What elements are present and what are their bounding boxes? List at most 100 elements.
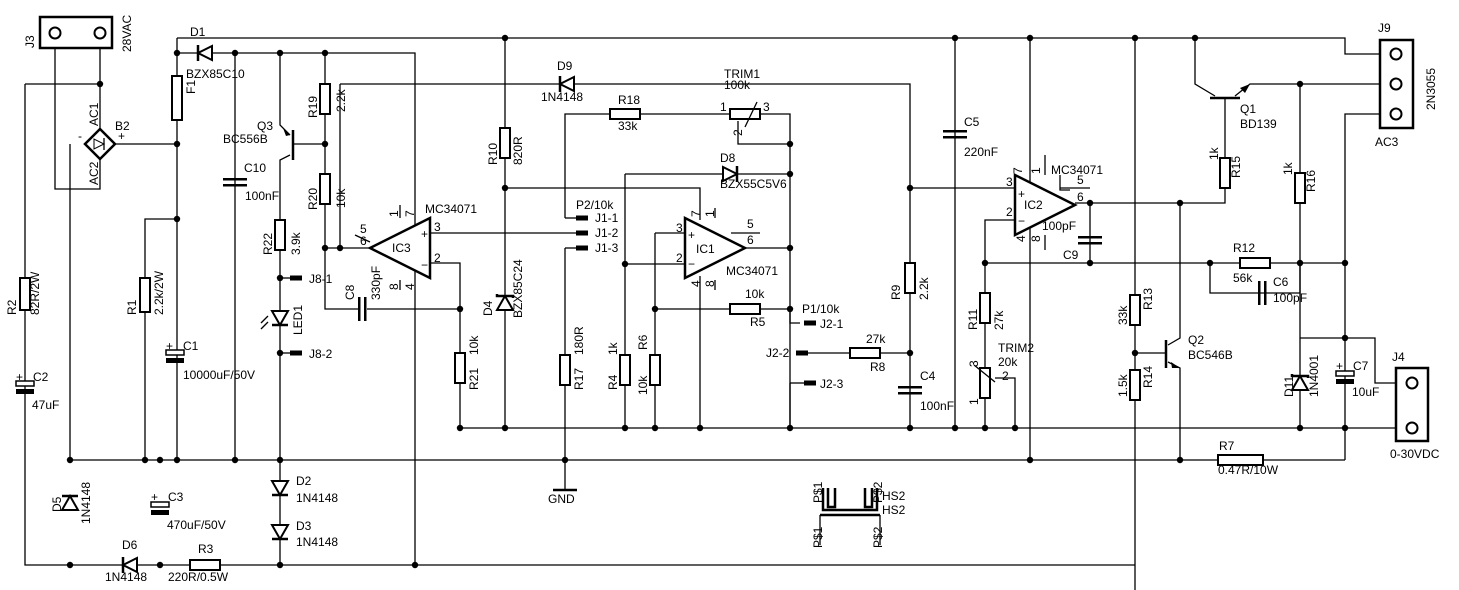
label: MC34071 [1051, 163, 1103, 177]
label: 100nF [245, 189, 279, 203]
junction-dot [321, 244, 329, 252]
junction-dot [1296, 424, 1304, 432]
label: J2-3 [820, 377, 844, 391]
label: 27k [866, 332, 886, 346]
label: 2 [731, 129, 745, 136]
label: 1N4148 [105, 570, 147, 584]
label: Q1 [1240, 102, 1256, 116]
label: R12 [1233, 241, 1255, 255]
label: B2 [115, 119, 130, 133]
junction-dot [561, 456, 569, 464]
fuse-F1: F1 [171, 75, 198, 121]
label: 470uF/50V [167, 518, 226, 532]
label: 10000uF/50V [183, 368, 255, 382]
label: 100pF [1042, 219, 1076, 233]
connector-J8: J8-1J8-2 [280, 272, 333, 361]
label: C4 [920, 369, 936, 383]
label: BZX55C5V6 [720, 177, 787, 191]
junction-dot [786, 140, 794, 148]
label: 1N4148 [79, 482, 93, 524]
label: C2 [33, 370, 49, 384]
label: 20k [998, 355, 1018, 369]
label: + [151, 490, 158, 504]
label: R3 [198, 542, 214, 556]
junction-dot [321, 140, 329, 148]
junction-dot [651, 305, 659, 313]
capacitor-C8: C8 330pF [343, 266, 383, 321]
junction-dot [696, 424, 704, 432]
label: 820R [511, 136, 525, 165]
label: P2/10k [576, 198, 614, 212]
label: - [78, 129, 82, 143]
junction-dot [501, 424, 509, 432]
label: 4 [1014, 235, 1028, 242]
label: R22 [261, 233, 275, 255]
junction-dot [173, 456, 181, 464]
capacitor-C3: C3 470uF/50V + [150, 490, 226, 532]
junction-dot [456, 424, 464, 432]
label: 4 [689, 280, 703, 287]
label: 6 [360, 234, 367, 248]
label: 1N4148 [296, 491, 338, 505]
label: BC556B [223, 132, 268, 146]
label: 1N4148 [541, 90, 583, 104]
junction-dot [156, 561, 164, 569]
junction-dot [156, 456, 164, 464]
label: BZX85C10 [186, 67, 245, 81]
label: Q2 [1188, 333, 1204, 347]
label: 5 [747, 217, 754, 231]
label: R1 [125, 299, 139, 315]
junction-dot [66, 456, 74, 464]
label: MC34071 [726, 264, 778, 278]
label: 100nF [920, 399, 954, 413]
label: C8 [343, 284, 357, 300]
label: 2.2k/2W [152, 270, 166, 315]
junction-dot [321, 49, 329, 57]
label: R2 [5, 299, 19, 315]
label: P$1 [811, 481, 825, 503]
junction-dot [1176, 199, 1184, 207]
label: 5 [1077, 173, 1084, 187]
label: 5 [360, 222, 367, 236]
label: 7 [1011, 167, 1025, 174]
label: 1k [606, 341, 620, 355]
junction-dot [336, 244, 344, 252]
junction-dot [501, 34, 509, 42]
label: 6 [1077, 190, 1084, 204]
label: IC2 [1024, 198, 1043, 212]
label: J2-2 [766, 346, 790, 360]
label: 3 [676, 221, 683, 235]
junction-dot [231, 49, 239, 57]
label: P1/10k [802, 302, 840, 316]
junction-dot [1191, 34, 1199, 42]
label: C3 [168, 490, 184, 504]
junction-dot [1011, 424, 1019, 432]
label: 1 [720, 100, 727, 114]
label: − [688, 257, 695, 271]
junction-dot [1086, 259, 1094, 267]
label: C9 [1063, 248, 1079, 262]
label: 100k [724, 78, 751, 92]
label: 2 [1006, 205, 1013, 219]
label: IC3 [392, 241, 411, 255]
label: R14 [1141, 366, 1155, 388]
label: 3.9k [289, 231, 303, 255]
label: 330pF [369, 266, 383, 300]
